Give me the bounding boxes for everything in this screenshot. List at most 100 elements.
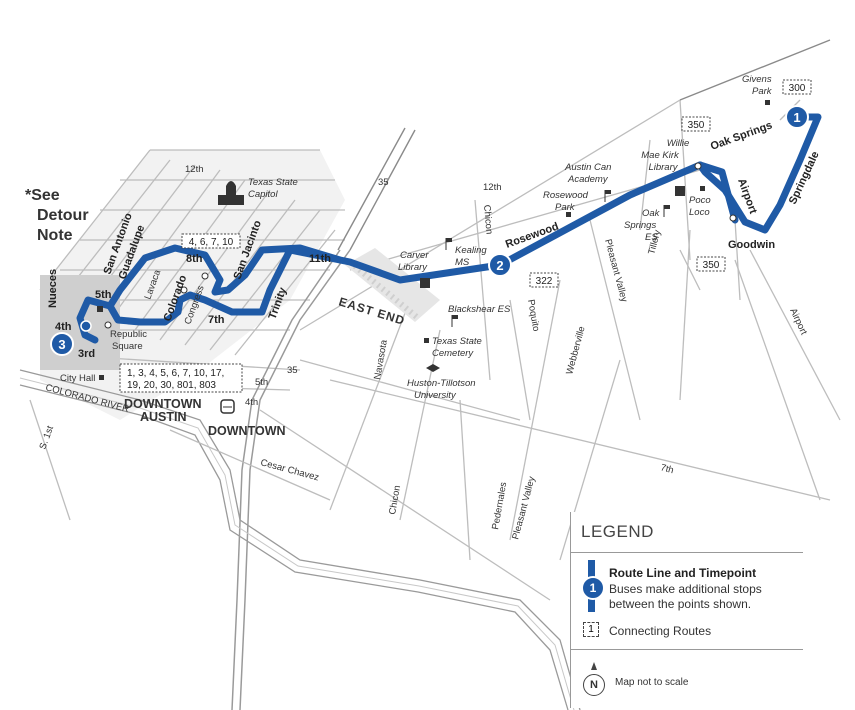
svg-text:Chicon: Chicon [481,204,495,234]
svg-text:3: 3 [58,337,65,352]
svg-text:Cesar Chavez: Cesar Chavez [259,457,320,483]
timepoint-1[interactable]: 1 [785,105,809,129]
svg-text:Springs: Springs [624,220,656,231]
connecting-box-congress: 4, 6, 7, 10 [181,233,241,249]
school-flag-icon [451,315,458,327]
svg-text:3rd: 3rd [78,348,95,360]
route-downtown-loop [76,296,114,344]
svg-text:1: 1 [793,110,800,125]
legend-connecting-sample: 1 [583,622,599,637]
svg-text:Park: Park [555,202,576,213]
svg-text:Detour: Detour [37,207,89,224]
svg-text:AUSTIN: AUSTIN [140,410,187,424]
school-flag-icon [663,205,670,217]
svg-text:Oak Springs: Oak Springs [709,119,774,152]
svg-text:Capitol: Capitol [248,189,278,200]
svg-text:Academy: Academy [567,174,609,185]
svg-text:4th: 4th [55,321,72,333]
svg-text:Note: Note [37,227,73,244]
svg-text:Willie: Willie [667,138,690,149]
svg-text:350: 350 [688,120,705,131]
svg-text:Chicon: Chicon [387,484,403,515]
svg-text:MS: MS [455,257,470,268]
svg-text:Huston-Tillotson: Huston-Tillotson [407,378,476,389]
svg-text:Airport: Airport [787,307,809,337]
svg-text:Park: Park [752,86,773,97]
svg-text:Library: Library [398,262,428,273]
svg-text:7th: 7th [659,462,675,476]
svg-text:Austin Can: Austin Can [564,162,611,173]
timepoint-2[interactable]: 2 [488,253,512,277]
svg-text:Mae Kirk: Mae Kirk [641,150,680,161]
svg-text:4th: 4th [245,397,258,408]
svg-text:*See: *See [25,187,60,204]
train-station-icon [220,399,235,414]
legend-route-title: Route Line and Timepoint [609,566,757,580]
east-streets [259,99,841,601]
svg-text:Kealing: Kealing [455,245,487,256]
svg-text:Nueces: Nueces [47,269,59,308]
svg-text:Pleasant Valley: Pleasant Valley [510,475,537,541]
svg-text:DOWNTOWN: DOWNTOWN [124,397,202,411]
svg-text:Texas State: Texas State [432,336,482,347]
svg-text:University: University [414,390,457,401]
svg-text:4, 6, 7, 10: 4, 6, 7, 10 [189,237,234,248]
legend-route-description: Buses make additional stops between the … [609,582,762,611]
park-marker [566,212,571,217]
graduation-cap-icon [426,364,440,372]
legend-panel: LEGEND 1 Route Line and Timepoint Buses … [570,512,803,708]
svg-text:Blackshear ES: Blackshear ES [448,304,511,315]
givens-park-marker [765,100,770,105]
detour-note[interactable]: *See Detour Note [25,187,89,244]
svg-text:ES: ES [645,232,658,243]
svg-text:Pleasant Valley: Pleasant Valley [602,238,629,304]
svg-text:8th: 8th [186,253,203,265]
stop-colorado [180,286,188,294]
svg-text:35: 35 [378,177,389,188]
svg-text:Oak: Oak [642,208,661,219]
svg-text:Library: Library [648,162,678,173]
connecting-box-downtown: 1, 3, 4, 5, 6, 7, 10, 17, 19, 20, 30, 80… [119,363,243,393]
svg-text:35: 35 [287,365,298,376]
cemetery-marker [424,338,429,343]
svg-text:S. 1st: S. 1st [37,424,56,451]
connecting-box-300: 300 [782,79,812,95]
timepoint-3[interactable]: 3 [50,332,74,356]
school-flag-icon [604,190,611,202]
svg-text:5th: 5th [95,289,112,301]
connecting-box-350-north: 350 [681,116,711,132]
connecting-box-322: 322 [529,272,559,288]
svg-text:Rosewood: Rosewood [543,190,589,201]
interstate-35 [231,249,351,710]
svg-text:Goodwin: Goodwin [728,239,775,251]
svg-text:Texas State: Texas State [248,177,298,188]
north-arrow-icon [591,662,597,670]
svg-text:Cemetery: Cemetery [432,348,474,359]
svg-text:1, 3, 4, 5, 6, 7, 10, 17,: 1, 3, 4, 5, 6, 7, 10, 17, [127,368,224,379]
svg-text:2: 2 [496,258,503,273]
school-flag-icon [445,238,452,250]
library-icon [420,278,430,288]
stop-congress [201,272,209,280]
route-airport-branch [696,161,739,224]
svg-text:12th: 12th [185,164,204,175]
stop-goodwin [729,214,737,222]
svg-text:DOWNTOWN: DOWNTOWN [208,424,286,438]
svg-text:Givens: Givens [742,74,772,85]
svg-text:300: 300 [789,83,806,94]
detour-stop [80,320,92,332]
svg-text:City Hall: City Hall [60,373,95,384]
svg-text:350: 350 [703,260,720,271]
poco-loco-marker [700,186,705,191]
scale-note: Map not to scale [615,677,689,688]
library-icon [675,186,685,196]
city-hall-marker [99,375,104,380]
svg-text:Poquito: Poquito [525,299,541,333]
svg-text:Loco: Loco [689,207,710,218]
svg-text:Poco: Poco [689,195,711,206]
svg-text:Square: Square [112,341,143,352]
svg-text:Webberville: Webberville [564,325,587,376]
svg-text:11th: 11th [309,253,331,265]
compass-icon: N [583,674,605,696]
